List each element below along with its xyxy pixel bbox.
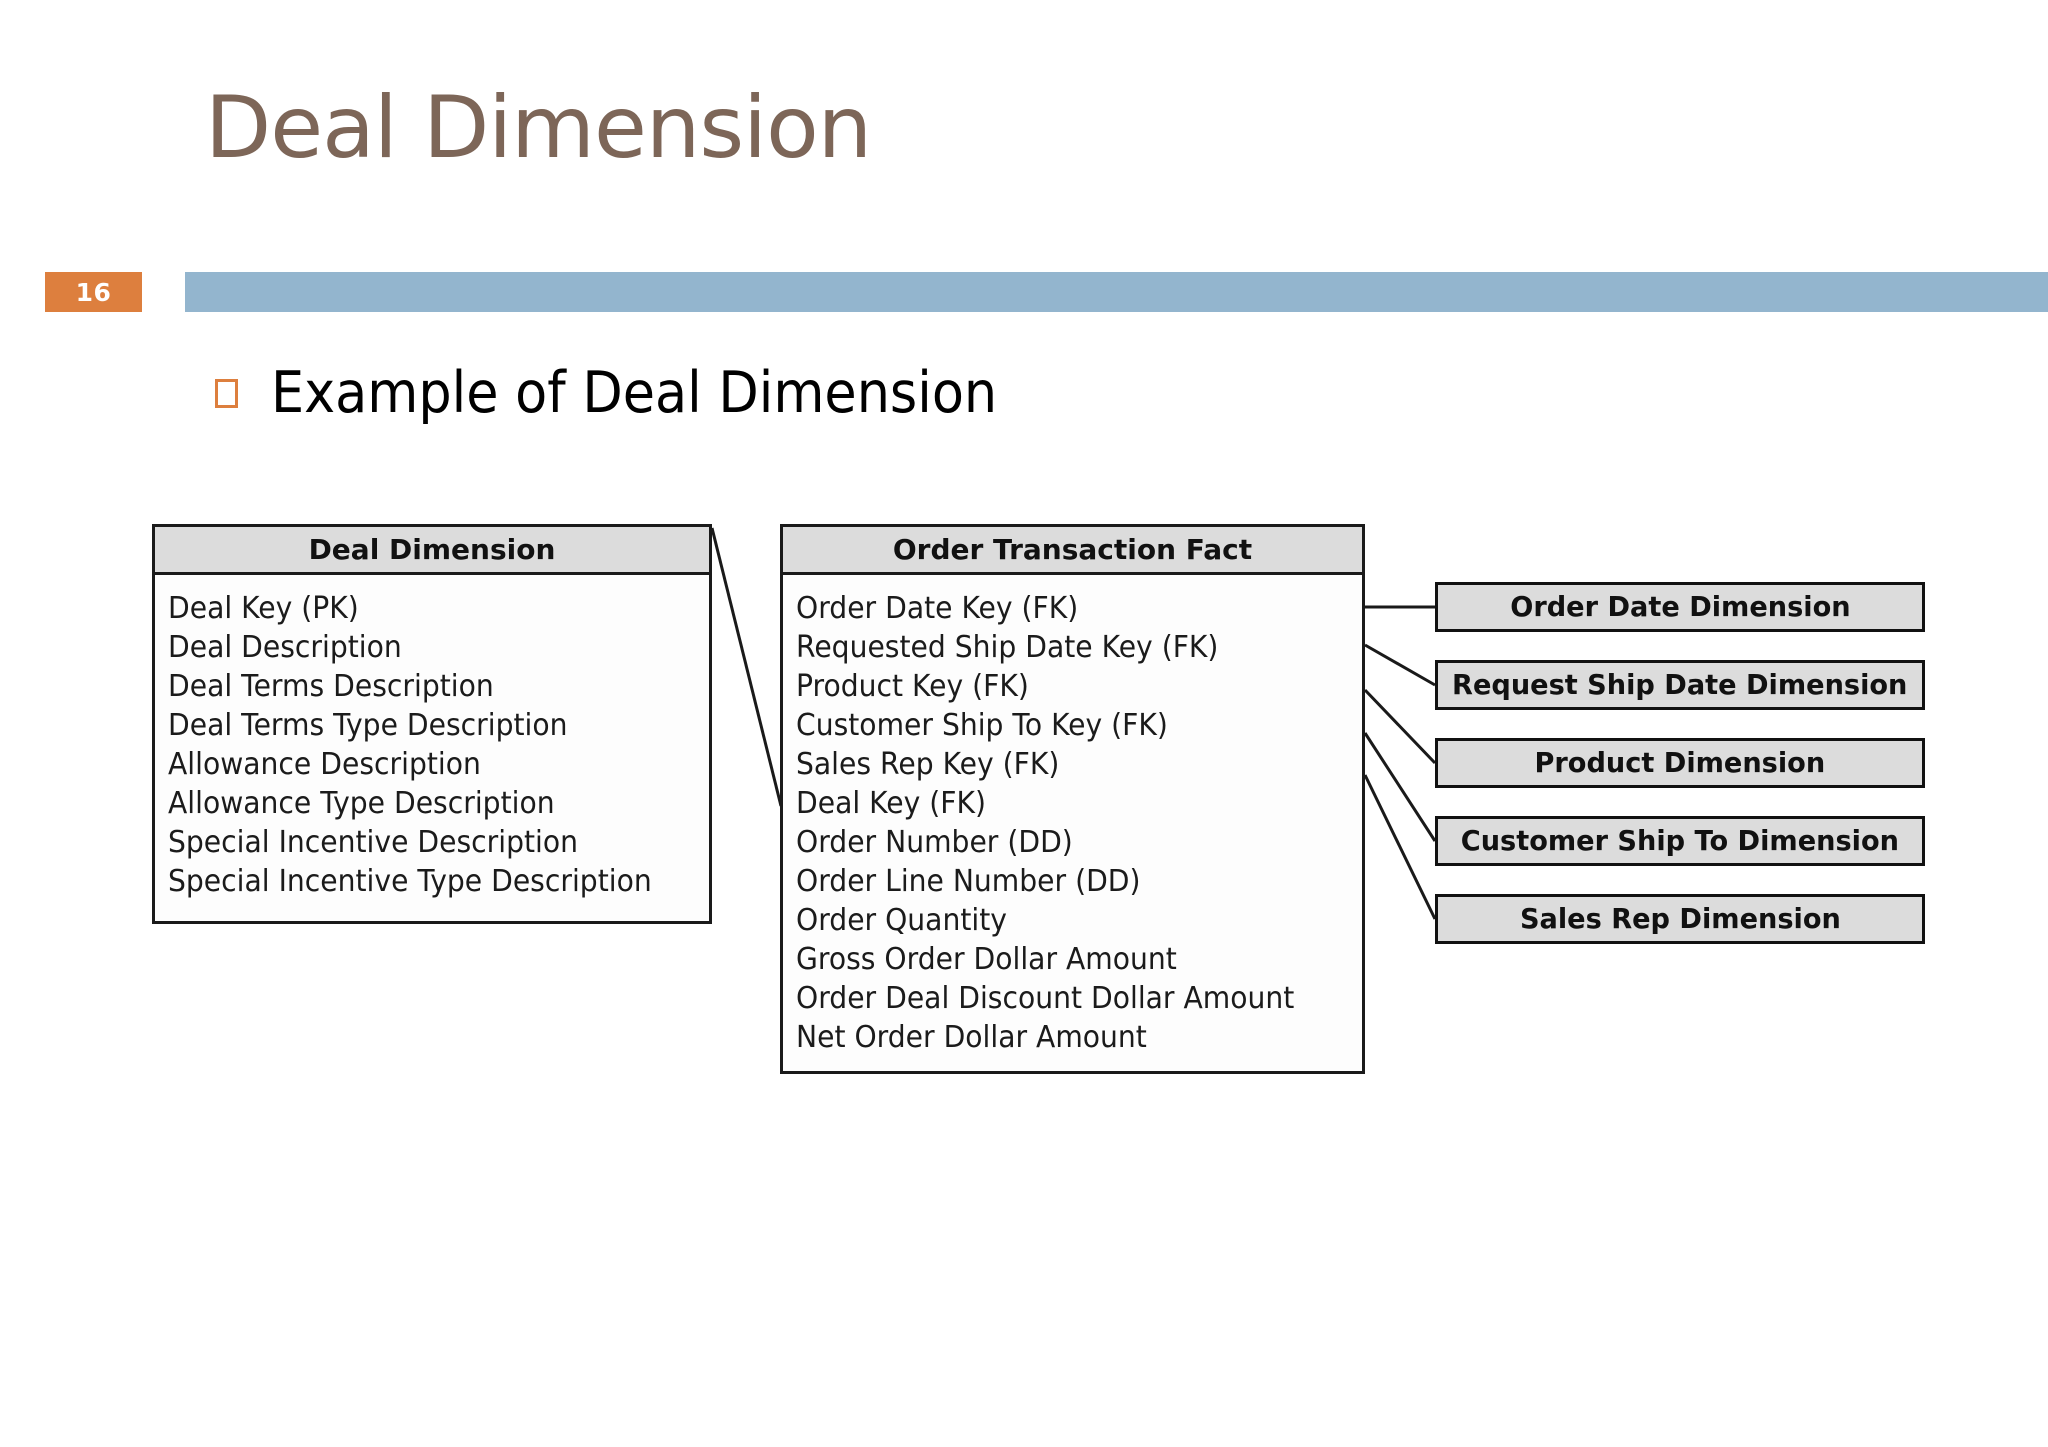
field: Order Quantity [796,903,1007,938]
entity-product-dimension-label: Product Dimension [1534,746,1826,779]
field: Deal Key (PK) [168,591,359,626]
entity-order-transaction-fact-fields: Order Date Key (FK) Requested Ship Date … [783,575,1362,1069]
field: Special Incentive Description [168,825,579,860]
bullet-text: Example of Deal Dimension [271,360,998,426]
field: Deal Terms Type Description [168,708,568,743]
field: Deal Key (FK) [796,786,986,821]
entity-order-transaction-fact: Order Transaction Fact Order Date Key (F… [780,524,1365,1074]
entity-order-transaction-fact-title: Order Transaction Fact [783,527,1362,575]
field: Requested Ship Date Key (FK) [796,630,1219,665]
entity-order-date-dimension-label: Order Date Dimension [1509,590,1851,623]
accent-band: 16 [0,272,2048,312]
entity-deal-dimension-fields: Deal Key (PK) Deal Description Deal Term… [155,575,709,913]
entity-customer-ship-to-dimension: Customer Ship To Dimension [1435,816,1925,866]
entity-request-ship-date-dimension: Request Ship Date Dimension [1435,660,1925,710]
field: Special Incentive Type Description [168,864,652,899]
field: Allowance Type Description [168,786,555,821]
field: Allowance Description [168,747,481,782]
entity-deal-dimension-title: Deal Dimension [155,527,709,575]
page-number-badge: 16 [45,272,142,312]
connector-customer-ship-to-dimension [1363,732,1437,842]
field: Order Line Number (DD) [796,864,1141,899]
field: Net Order Dollar Amount [796,1020,1147,1055]
connector-deal-dimension [710,527,783,807]
entity-product-dimension: Product Dimension [1435,738,1925,788]
field: Order Deal Discount Dollar Amount [796,981,1295,1016]
entity-order-date-dimension: Order Date Dimension [1435,582,1925,632]
connector-request-ship-date-dimension [1364,643,1436,687]
entity-deal-dimension: Deal Dimension Deal Key (PK) Deal Descri… [152,524,712,924]
field: Order Date Key (FK) [796,591,1079,626]
page-title: Deal Dimension [205,78,872,178]
field: Order Number (DD) [796,825,1073,860]
field: Deal Terms Description [168,669,494,704]
field: Product Key (FK) [796,669,1029,704]
entity-sales-rep-dimension: Sales Rep Dimension [1435,894,1925,944]
field: Deal Description [168,630,402,665]
connector-product-dimension [1363,688,1437,765]
bullet-row: Example of Deal Dimension [215,365,1060,422]
entity-request-ship-date-dimension-label: Request Ship Date Dimension [1452,668,1908,701]
accent-bar [185,272,2048,312]
entity-customer-ship-to-dimension-label: Customer Ship To Dimension [1460,824,1900,857]
field: Gross Order Dollar Amount [796,942,1177,977]
field: Sales Rep Key (FK) [796,747,1060,782]
hollow-square-bullet-icon [215,379,238,408]
entity-sales-rep-dimension-label: Sales Rep Dimension [1519,902,1841,935]
connector-sales-rep-dimension [1363,774,1437,920]
field: Customer Ship To Key (FK) [796,708,1168,743]
